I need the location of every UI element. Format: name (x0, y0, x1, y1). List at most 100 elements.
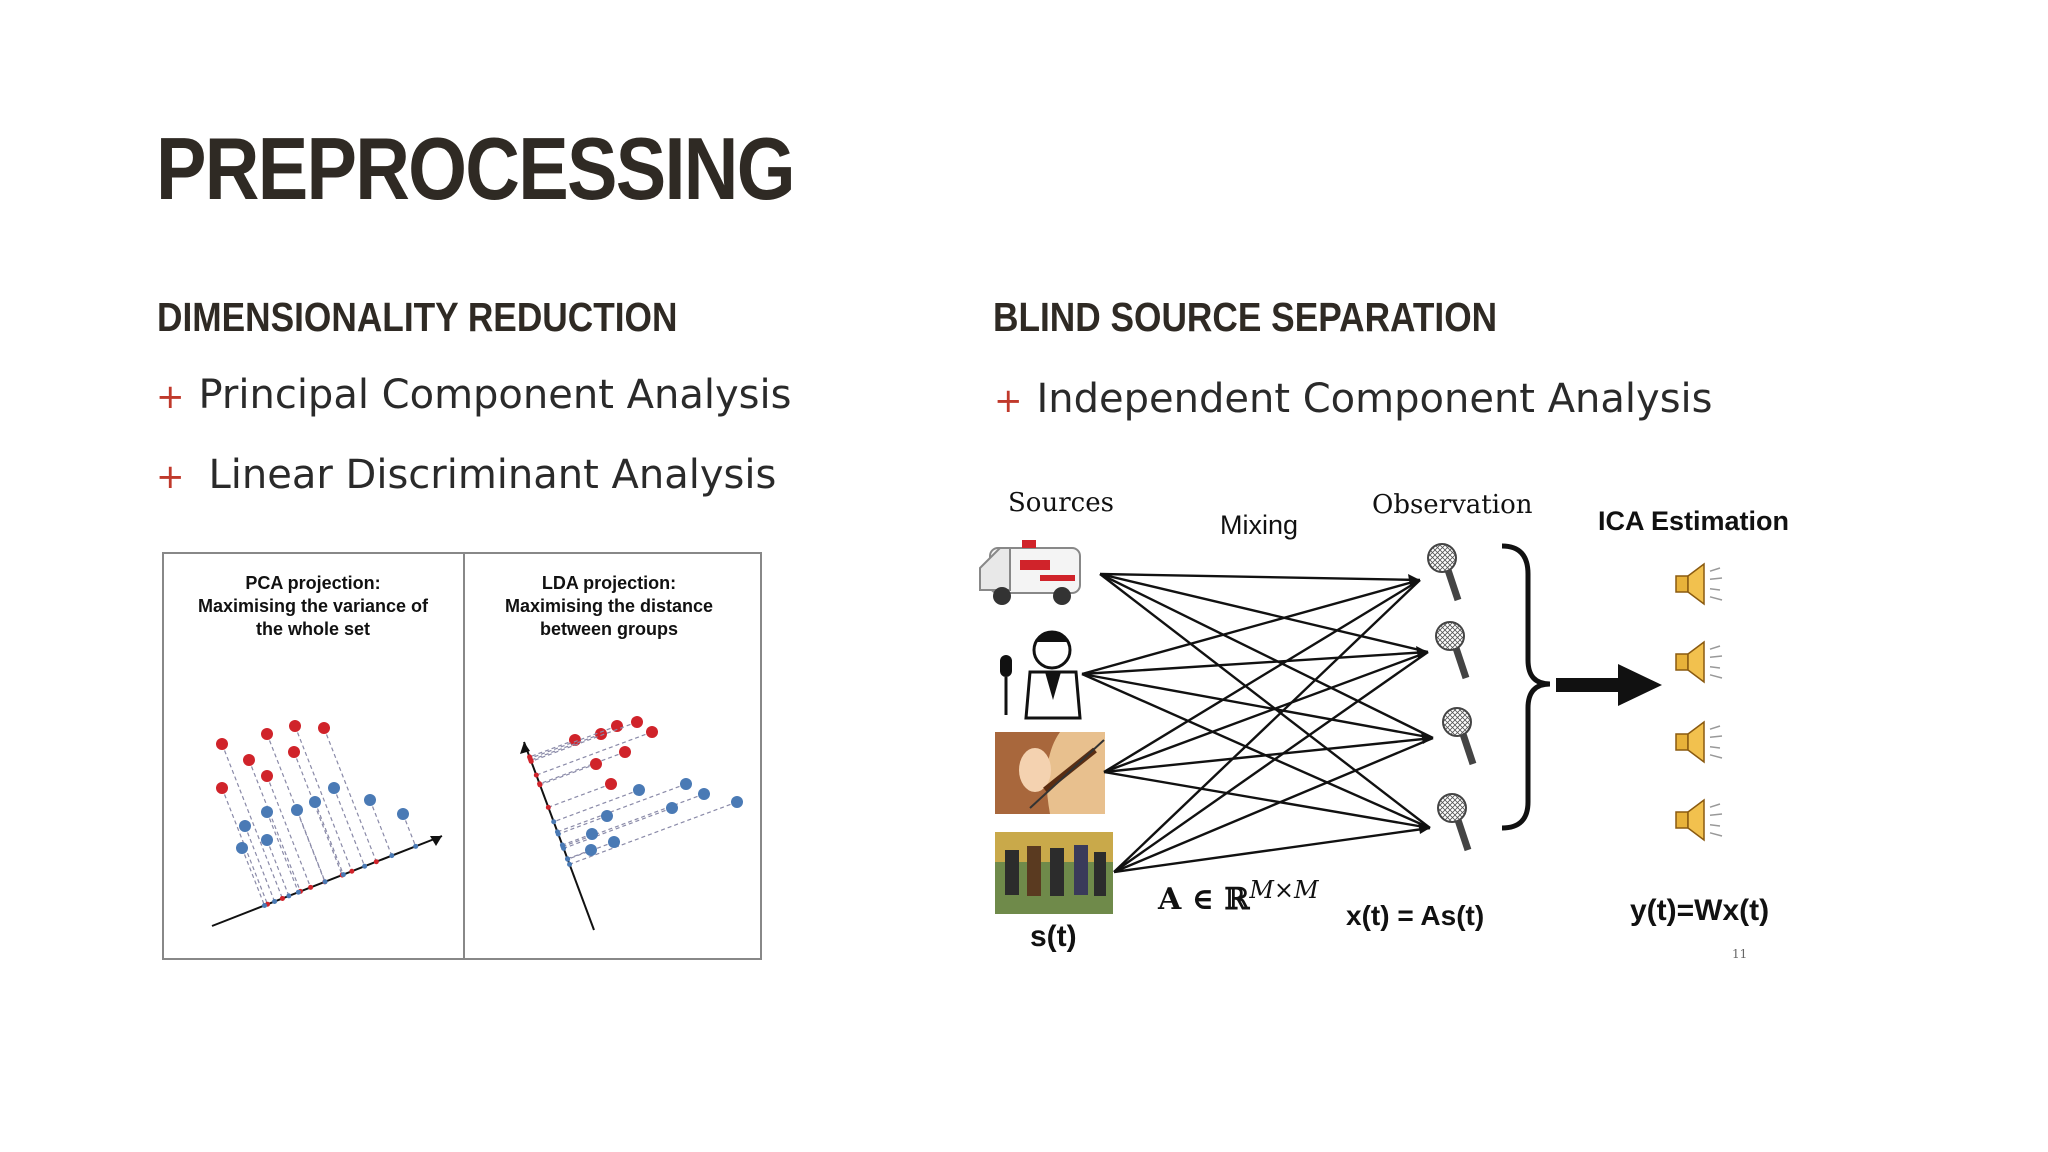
pca-projected-point (261, 902, 267, 908)
pca-projection-line (241, 847, 266, 906)
microphone-icon (1442, 707, 1477, 766)
mixing-line (1099, 572, 1434, 740)
pca-caption-line: PCA projection: (245, 573, 381, 593)
pca-caption-line: Maximising the variance of (197, 596, 429, 616)
pca-red-point (216, 782, 228, 794)
bullet-lda: + Linear Discriminant Analysis (156, 452, 776, 498)
lda-red-point (631, 716, 643, 728)
lda-projection-line (569, 801, 738, 865)
band-icon (995, 832, 1113, 914)
pca-projection-line (248, 759, 301, 892)
lda-blue-point (633, 784, 645, 796)
pca-blue-point (397, 808, 409, 820)
lda-blue-point (601, 810, 613, 822)
pca-projection-line (296, 809, 326, 882)
lda-projection-line (530, 733, 602, 761)
lda-blue-point (698, 788, 710, 800)
lda-red-point (611, 720, 623, 732)
mixing-arrowhead (1421, 732, 1433, 744)
lda-red-point (605, 778, 617, 790)
pca-projected-point (286, 893, 292, 899)
mixing-line (1103, 578, 1421, 774)
lda-red-point (595, 728, 607, 740)
pca-projected-point (389, 853, 395, 859)
pca-projection-line (323, 727, 377, 862)
mixing-line (1099, 572, 1421, 582)
dimensionality-reduction-heading: DIMENSIONALITY REDUCTION (157, 294, 678, 340)
blind-source-separation-heading: BLIND SOURCE SEPARATION (993, 294, 1498, 340)
observation-label: Observation (1372, 490, 1533, 520)
mixing-label: Mixing (1220, 510, 1299, 540)
pca-projection-line (294, 725, 353, 872)
mixing-line (1113, 579, 1421, 873)
pca-caption-line: the whole set (255, 619, 371, 639)
mixing-line (1099, 572, 1429, 654)
lda-projected-point (545, 804, 551, 810)
pca-projected-point (295, 889, 301, 895)
plus-icon: + (994, 381, 1023, 421)
figure-divider (463, 554, 465, 958)
violinist-icon (995, 732, 1105, 814)
pca-lda-figure: PCA projection: Maximising the variance … (162, 552, 762, 960)
pca-projection-line (402, 813, 417, 847)
mixing-line (1081, 672, 1434, 740)
microphone-icon (1427, 543, 1462, 602)
mixing-line (1081, 578, 1421, 676)
bullet-ica-text: Independent Component Analysis (1036, 376, 1713, 422)
pca-projection-line (333, 787, 366, 867)
pca-projected-point (373, 859, 379, 865)
bullet-pca: + Principal Component Analysis (156, 372, 791, 418)
pca-red-point (216, 738, 228, 750)
bullet-pca-text: Principal Component Analysis (198, 372, 792, 418)
pca-red-point (289, 720, 301, 732)
pca-red-point (318, 722, 330, 734)
pca-blue-point (328, 782, 340, 794)
lda-caption-line: LDA projection: (541, 573, 677, 593)
lda-caption-line: Maximising the distance (504, 596, 714, 616)
microphone-icon (1435, 621, 1470, 680)
mixing-arrowhead (1408, 574, 1420, 586)
lda-projection-line (529, 739, 576, 758)
mixing-line (1113, 826, 1431, 874)
lda-blue-point (608, 836, 620, 848)
mixing-matrix-text: A ∈ ℝ (1158, 882, 1250, 917)
mixing-matrix-superscript: M×M (1249, 876, 1319, 904)
bullet-ica: + Independent Component Analysis (994, 376, 1713, 422)
lda-axis-arrowhead (520, 742, 530, 754)
singer-icon (1000, 630, 1082, 720)
arrow-right-icon (1556, 664, 1662, 706)
pca-blue-point (236, 842, 248, 854)
lda-red-point (590, 758, 602, 770)
speaker-icon (1675, 640, 1723, 684)
mixing-line (1103, 770, 1431, 830)
pca-projected-point (308, 884, 314, 890)
mixing-line (1081, 672, 1431, 830)
lda-projected-point (559, 842, 565, 848)
pca-projection-line (266, 811, 299, 893)
source-signal-label: s(t) (1030, 920, 1077, 953)
pca-projected-point (279, 895, 285, 901)
mixing-connections (1081, 572, 1434, 874)
brace-icon (1501, 543, 1551, 831)
pca-projection-line (266, 775, 312, 888)
lda-caption: LDA projection: Maximising the distance … (464, 572, 754, 641)
lda-caption-line: between groups (539, 619, 678, 639)
pca-projected-point (322, 879, 328, 885)
lda-projection-line (562, 833, 593, 846)
lda-projection-line (539, 763, 597, 786)
lda-blue-point (731, 796, 743, 808)
pca-projected-point (272, 899, 278, 905)
microphone-icon (1437, 793, 1472, 852)
lda-projection-line (529, 725, 618, 759)
pca-blue-point (239, 820, 251, 832)
pca-blue-point (291, 804, 303, 816)
lda-projection-line (539, 751, 626, 785)
pca-blue-point (261, 806, 273, 818)
pca-caption: PCA projection: Maximising the variance … (168, 572, 458, 641)
pca-blue-point (364, 794, 376, 806)
plus-icon: + (156, 457, 185, 497)
mixing-line (1103, 650, 1429, 774)
pca-projected-point (362, 863, 368, 869)
lda-blue-point (666, 802, 678, 814)
pca-red-point (243, 754, 255, 766)
